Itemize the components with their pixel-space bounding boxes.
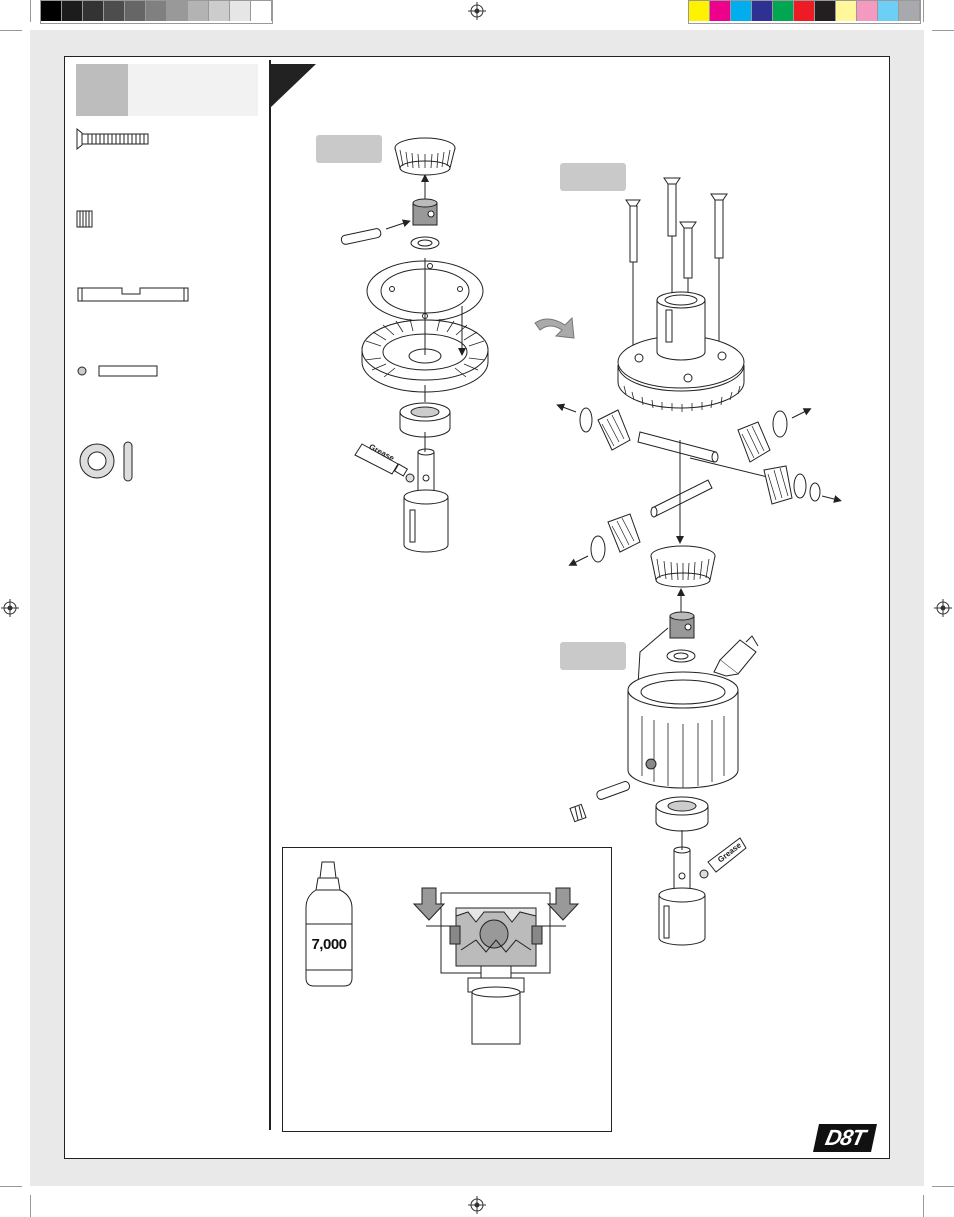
grease-tube-left [354, 443, 415, 483]
color-swatch [836, 1, 857, 21]
differential-shaft-part [77, 287, 189, 302]
gear-sleeve-left [412, 198, 438, 226]
color-swatch [104, 1, 125, 21]
fill-level-cross-section [426, 892, 566, 974]
spider-gear [737, 421, 771, 463]
o-ring-part [79, 443, 115, 479]
registration-mark-icon [934, 599, 952, 617]
oil-viscosity-label: 7,000 [311, 936, 347, 953]
color-swatch [878, 1, 899, 21]
pinion-gear-left [394, 137, 456, 176]
crop-mark [0, 1186, 22, 1187]
oil-bottle-icon [305, 861, 353, 987]
pressure-arrow-left [412, 887, 446, 921]
grease-tube-right [699, 837, 747, 879]
cross-pin-right [596, 781, 631, 800]
spider-gear [597, 409, 631, 451]
color-swatch [773, 1, 794, 21]
color-swatch [857, 1, 878, 21]
ring-gear-case [617, 291, 745, 412]
differential-housing [627, 671, 739, 789]
color-swatch [83, 1, 104, 21]
set-screw-right [569, 803, 587, 823]
pressure-arrow-right [546, 887, 580, 921]
spider-gear [763, 465, 793, 505]
thrust-washer [590, 535, 606, 563]
crop-mark [0, 30, 22, 31]
gear-sleeve-right [669, 611, 695, 639]
set-screw-part [76, 210, 93, 228]
crop-mark [30, 1195, 31, 1217]
color-swatch [794, 1, 815, 21]
color-swatch [899, 1, 920, 21]
step-title-box [128, 64, 258, 116]
color-swatch [167, 1, 188, 21]
registration-mark-icon [468, 2, 486, 20]
color-swatch [146, 1, 167, 21]
color-swatch [689, 1, 710, 21]
color-swatch [752, 1, 773, 21]
parts-list [76, 127, 189, 482]
d8t-logo: D8T [813, 1124, 877, 1152]
color-swatch [710, 1, 731, 21]
substep-label-a [316, 135, 382, 163]
color-swatch [125, 1, 146, 21]
cross-pin-part [77, 365, 158, 377]
color-swatch [230, 1, 251, 21]
crop-mark [932, 30, 954, 31]
ball-bearing-right [655, 796, 709, 832]
step-number-tab [76, 64, 258, 116]
outdrive-cup-left [403, 448, 449, 553]
registration-mark-icon [1, 599, 19, 617]
crop-mark [923, 0, 924, 22]
color-swatch [815, 1, 836, 21]
sidebar-divider [269, 60, 271, 1130]
color-swatch [251, 1, 272, 21]
transition-arrow [534, 316, 575, 339]
spider-gear-shaft-short [650, 479, 713, 518]
step-corner-triangle [270, 64, 316, 108]
thrust-washer [772, 410, 788, 438]
registration-mark-icon [468, 1196, 486, 1214]
outdrive-inset [467, 965, 525, 1045]
spider-gear [607, 513, 641, 553]
pinion-gear-right [650, 545, 716, 588]
crop-mark [30, 0, 31, 22]
thrust-washer [579, 407, 593, 433]
substep-label-b [560, 163, 626, 191]
color-swatch [731, 1, 752, 21]
color-swatch [41, 1, 62, 21]
crop-mark [932, 1186, 954, 1187]
crop-mark [923, 1195, 924, 1217]
substep-label-c [560, 642, 626, 670]
color-swatch [62, 1, 83, 21]
spider-gear-shaft-long [637, 431, 719, 463]
cross-pin-left [340, 228, 382, 245]
color-swatch [188, 1, 209, 21]
thrust-washer [793, 473, 807, 499]
color-calibration-bar [688, 0, 921, 24]
step-number-box [76, 64, 128, 116]
gray-calibration-bar [40, 0, 273, 24]
color-swatch [209, 1, 230, 21]
outdrive-cup-right [658, 846, 706, 946]
shim-part [123, 441, 133, 482]
flat-head-screw-part [76, 127, 149, 151]
